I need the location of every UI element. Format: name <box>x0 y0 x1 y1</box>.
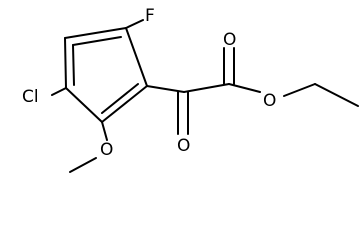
ring-bond <box>64 27 127 39</box>
ring-inner-double-bond <box>72 44 75 86</box>
ketone-oxygen-label: O <box>177 136 190 156</box>
ring-to-ketone-bond <box>146 85 185 93</box>
ring-inner-double-bond <box>101 83 139 114</box>
ring-bond <box>125 27 148 87</box>
c-f-bond <box>125 19 144 29</box>
ketone-to-ester-bond <box>183 83 230 93</box>
ethyl-bond <box>314 83 359 107</box>
ester-carbonyl-oxygen-label: O <box>223 30 236 50</box>
c-cl-bond <box>51 87 67 96</box>
ring-inner-double-bond <box>72 36 122 46</box>
methoxy-oxygen-label: O <box>100 140 113 160</box>
ring-bond <box>101 85 148 123</box>
ring-bond <box>64 37 67 89</box>
chlorine-atom-label: Cl <box>22 87 39 107</box>
c-o-methoxy-bond <box>101 121 108 141</box>
fluorine-atom-label: F <box>145 6 155 26</box>
molecule-structure: F Cl O O O O <box>22 6 359 173</box>
o-ch3-bond <box>69 157 97 173</box>
c-o-ester-bond <box>228 83 261 93</box>
o-ethyl-bond <box>283 83 316 97</box>
ester-oxygen-label: O <box>263 91 276 111</box>
ring-bond <box>65 87 103 123</box>
benzene-ring <box>64 27 148 123</box>
